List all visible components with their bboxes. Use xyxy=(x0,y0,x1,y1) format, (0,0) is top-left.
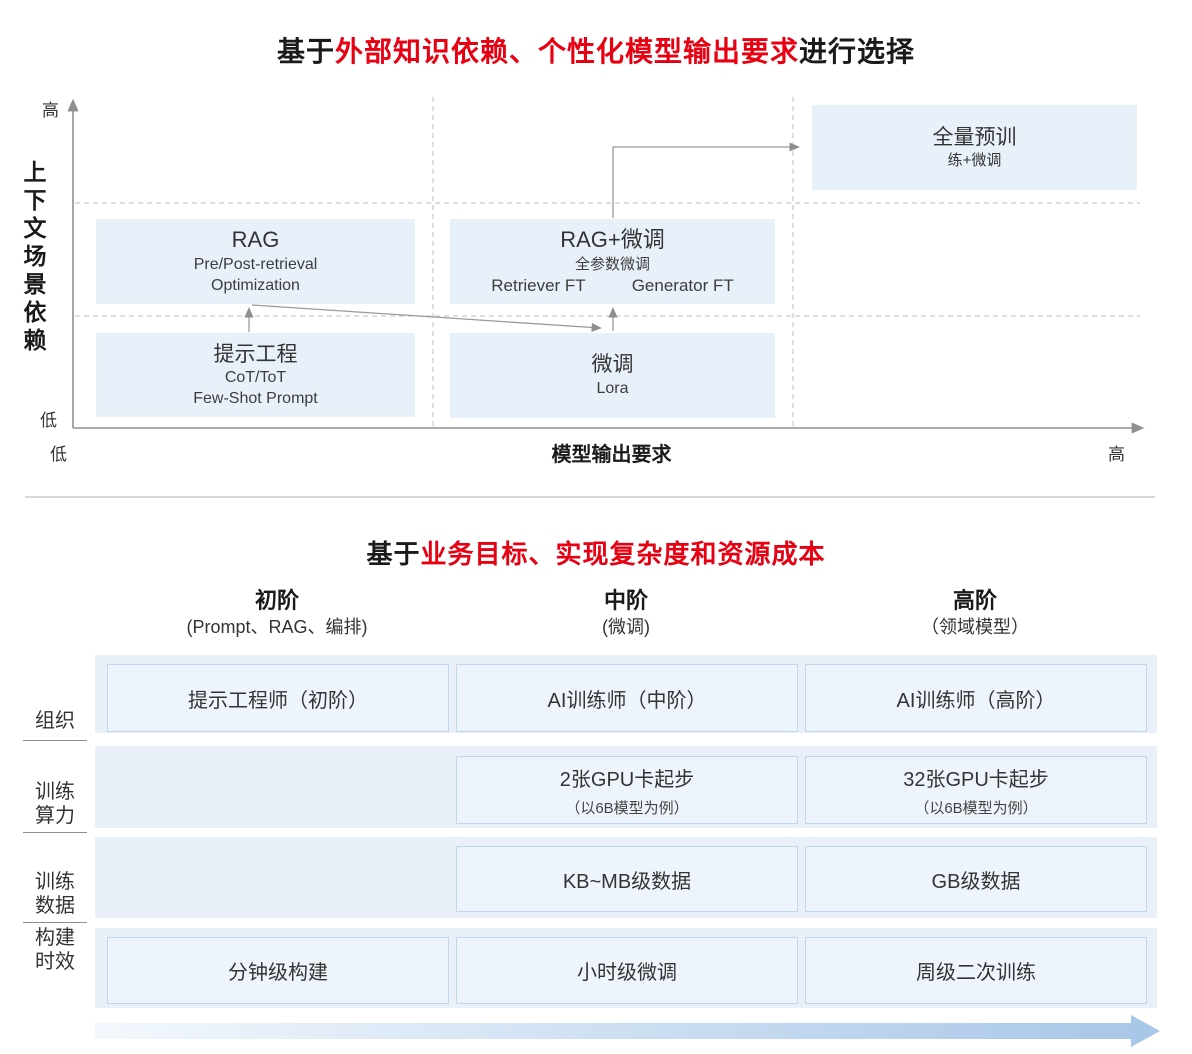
s1-title-suffix: 进行选择 xyxy=(799,36,916,67)
row-label-compute: 训练 算力 xyxy=(19,780,91,828)
column-header-beginner-label: 初阶 xyxy=(254,588,299,613)
cell-buildtime-advanced-text: 周级二次训练 xyxy=(916,962,1036,984)
row-separator-2 xyxy=(23,832,87,833)
box-rag-line2: Optimization xyxy=(211,276,300,294)
row-label-data-line2: 数据 xyxy=(35,895,75,917)
cell-compute-advanced-sub: （以6B模型为例） xyxy=(914,799,1038,817)
column-header-advanced-label: 高阶 xyxy=(952,588,997,613)
cell-buildtime-beginner: 分钟级构建 xyxy=(107,937,449,1004)
row-label-compute-line2: 算力 xyxy=(35,805,75,827)
cell-organization-advanced: AI训练师（高阶） xyxy=(805,664,1147,732)
column-header-intermediate-label: 中阶 xyxy=(603,588,648,613)
cell-organization-beginner: 提示工程师（初阶） xyxy=(107,664,449,732)
box-pretrain-title-line2: 练+微调 xyxy=(947,152,1002,170)
cell-data-advanced-text: GB级数据 xyxy=(931,870,1021,893)
box-finetune: 微调 Lora xyxy=(450,333,775,418)
cell-compute-intermediate: 2张GPU卡起步 （以6B模型为例） xyxy=(456,756,798,824)
section2-title: 基于业务目标、实现复杂度和资源成本 xyxy=(0,534,1192,571)
box-ragft-title: RAG+微调 xyxy=(560,227,665,253)
box-prompt-line2: Few-Shot Prompt xyxy=(193,389,318,407)
cell-data-intermediate: KB~MB级数据 xyxy=(456,846,798,912)
cell-compute-intermediate-text: 2张GPU卡起步 xyxy=(559,768,695,791)
flow-arrow-ragft-to-pretrain-icon xyxy=(612,142,800,218)
cell-organization-beginner-text: 提示工程师（初阶） xyxy=(188,689,368,712)
box-finetune-line1: Lora xyxy=(596,379,629,397)
row-label-data-line1: 训练 xyxy=(35,871,75,893)
cell-compute-advanced-text: 32张GPU卡起步 xyxy=(903,768,1049,791)
box-ragft-pair: Retriever FT Generator FT xyxy=(491,275,734,297)
cell-compute-intermediate-sub: （以6B模型为例） xyxy=(565,799,689,817)
column-header-advanced: 高阶 （领域模型） xyxy=(805,588,1145,640)
column-header-intermediate: 中阶 (微调) xyxy=(456,588,796,640)
box-prompt-title: 提示工程 xyxy=(213,342,298,366)
column-header-beginner: 初阶 (Prompt、RAG、编排) xyxy=(107,588,447,640)
cell-data-intermediate-text: KB~MB级数据 xyxy=(562,870,692,893)
s1-title-highlight: 外部知识依赖、个性化模型输出要求 xyxy=(334,36,799,67)
box-full-pretrain: 全量预训 练+微调 xyxy=(812,105,1137,190)
s2-title-highlight: 业务目标、实现复杂度和资源成本 xyxy=(420,539,826,569)
box-ragft-line1: 全参数微调 xyxy=(574,256,650,273)
row-label-compute-line1: 训练 xyxy=(35,781,75,803)
y-axis-high-label: 高 xyxy=(42,101,59,120)
column-header-beginner-sub: (Prompt、RAG、编排) xyxy=(186,617,368,637)
row-separator-3 xyxy=(23,922,87,923)
cell-buildtime-beginner-text: 分钟级构建 xyxy=(228,962,328,984)
box-prompt-engineering: 提示工程 CoT/ToT Few-Shot Prompt xyxy=(96,333,415,417)
cell-data-advanced: GB级数据 xyxy=(805,846,1147,912)
cell-organization-intermediate: AI训练师（中阶） xyxy=(456,664,798,732)
box-ragft-left: Retriever FT xyxy=(491,275,586,295)
row-label-organization-line1: 组织 xyxy=(35,710,75,732)
x-axis-high-label: 高 xyxy=(1108,445,1125,464)
cell-organization-advanced-text: AI训练师（高阶） xyxy=(896,689,1056,712)
box-ragft-right: Generator FT xyxy=(631,275,734,295)
column-header-advanced-sub: （领域模型） xyxy=(921,617,1029,637)
section1-title: 基于外部知识依赖、个性化模型输出要求进行选择 xyxy=(0,30,1192,70)
column-header-intermediate-sub: (微调) xyxy=(602,617,650,637)
y-axis-low-label: 低 xyxy=(40,411,57,430)
progression-arrow-icon xyxy=(95,1015,1160,1047)
box-rag: RAG Pre/Post-retrieval Optimization xyxy=(96,219,415,304)
row-label-build-time-line2: 时效 xyxy=(35,951,75,973)
box-finetune-title: 微调 xyxy=(591,353,634,377)
section-divider xyxy=(25,496,1155,498)
cell-buildtime-intermediate-text: 小时级微调 xyxy=(577,962,677,984)
y-axis-label: 上下文场景依赖 xyxy=(20,160,46,356)
cell-buildtime-advanced: 周级二次训练 xyxy=(805,937,1147,1004)
x-axis-low-label: 低 xyxy=(50,445,67,464)
s2-title-prefix: 基于 xyxy=(366,539,421,569)
row-separator-1 xyxy=(23,740,87,741)
cell-compute-advanced: 32张GPU卡起步 （以6B模型为例） xyxy=(805,756,1147,824)
box-rag-line1: Pre/Post-retrieval xyxy=(193,256,318,273)
box-rag-plus-finetune: RAG+微调 全参数微调 Retriever FT Generator FT xyxy=(450,219,775,304)
row-label-build-time-line1: 构建 xyxy=(35,927,75,949)
row-label-organization: 组织 xyxy=(19,709,91,733)
progression-arrow-body xyxy=(95,1023,1131,1039)
quadrant-chart-canvas xyxy=(67,97,1145,434)
flow-arrow-rag-to-finetune-icon xyxy=(251,304,602,332)
row-label-build-time: 构建 时效 xyxy=(19,926,91,974)
progression-arrow-head xyxy=(1131,1015,1160,1047)
x-axis-label: 模型输出要求 xyxy=(551,444,672,466)
s1-title-prefix: 基于 xyxy=(276,36,335,67)
box-pretrain-title-line1: 全量预训 xyxy=(932,126,1017,150)
cell-buildtime-intermediate: 小时级微调 xyxy=(456,937,798,1004)
box-prompt-line1: CoT/ToT xyxy=(224,368,287,386)
box-rag-title: RAG xyxy=(231,227,280,253)
row-label-data: 训练 数据 xyxy=(19,870,91,918)
cell-organization-intermediate-text: AI训练师（中阶） xyxy=(547,689,707,712)
